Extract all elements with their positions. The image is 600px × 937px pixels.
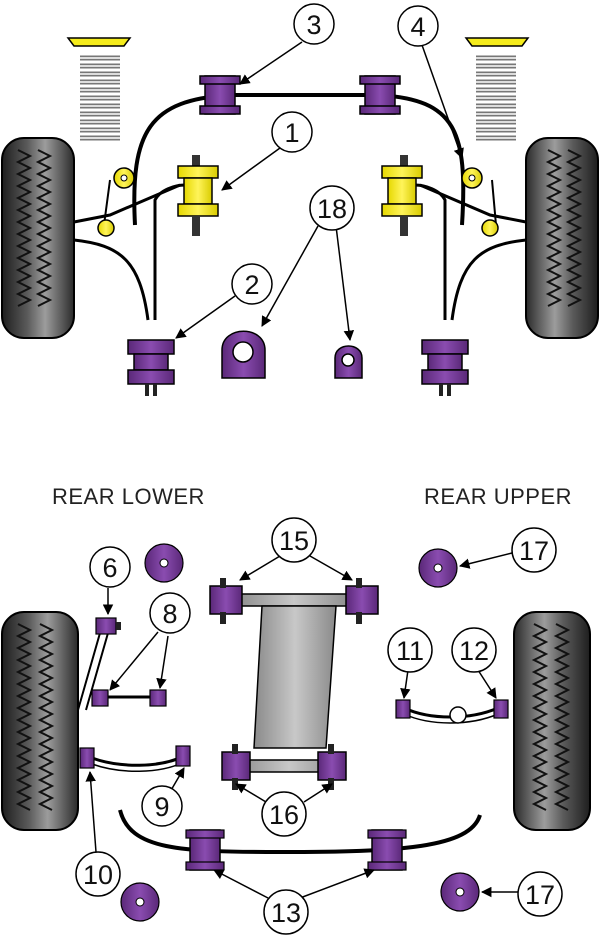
svg-text:8: 8 xyxy=(162,599,177,629)
rear-lower-round-bush-top xyxy=(144,543,184,583)
rear-anti-roll-bar xyxy=(118,809,482,855)
front-drop-link-bushes xyxy=(97,167,499,237)
svg-text:6: 6 xyxy=(102,553,117,583)
front-anti-roll-bar-bush-left xyxy=(199,75,241,115)
rear-anti-roll-bar-bush-left xyxy=(185,829,225,871)
callout-17-top: 17 xyxy=(511,527,557,573)
callout-leaders xyxy=(85,41,518,899)
rear-trailing-arm-bush xyxy=(95,617,121,635)
callout-17-bottom: 17 xyxy=(517,871,563,917)
callout-8: 8 xyxy=(149,592,191,634)
anti-roll-bar-mount-bush-small xyxy=(334,345,363,379)
front-wishbone-bush-left xyxy=(177,155,219,236)
rear-lower-link-8 xyxy=(91,689,167,707)
front-left-spring xyxy=(66,37,132,141)
front-right-spring xyxy=(464,37,530,141)
rear-lower-link-9 xyxy=(79,745,191,772)
subframe-bush-top-right xyxy=(345,578,379,624)
svg-text:15: 15 xyxy=(279,526,309,556)
svg-text:12: 12 xyxy=(459,636,489,666)
callout-3: 3 xyxy=(293,3,335,45)
callout-4: 4 xyxy=(397,5,439,47)
callout-6: 6 xyxy=(89,546,131,588)
svg-text:4: 4 xyxy=(410,12,425,42)
svg-text:11: 11 xyxy=(396,636,424,666)
svg-text:2: 2 xyxy=(244,270,259,300)
callout-2: 2 xyxy=(231,263,273,305)
svg-text:1: 1 xyxy=(284,118,299,148)
svg-text:18: 18 xyxy=(317,194,347,224)
callout-10: 10 xyxy=(75,851,121,897)
callout-13: 13 xyxy=(263,889,309,935)
svg-text:16: 16 xyxy=(269,800,299,830)
callout-18: 18 xyxy=(309,185,355,231)
rear-anti-roll-bar-bush-right xyxy=(367,829,407,871)
rear-upper-round-bush-top xyxy=(418,548,458,588)
subframe-bush-bottom-left xyxy=(221,744,251,790)
subframe-bush-bottom-right xyxy=(317,744,347,790)
front-wishbone-bush-right xyxy=(381,155,423,236)
front-right-wishbone xyxy=(419,183,527,321)
front-left-wishbone-inner xyxy=(153,183,186,320)
callout-9: 9 xyxy=(141,785,183,827)
rear-left-tire xyxy=(1,611,79,831)
subframe-bush-top-left xyxy=(209,578,243,624)
svg-text:17: 17 xyxy=(519,536,549,566)
rear-subframe xyxy=(233,593,355,773)
front-anti-roll-bar-bush-right xyxy=(359,75,401,115)
anti-roll-bar-mount-bush-large xyxy=(221,330,266,379)
front-left-wishbone xyxy=(73,183,181,321)
callout-1: 1 xyxy=(271,111,313,153)
front-wishbone-rear-bush-right xyxy=(421,339,469,396)
svg-text:17: 17 xyxy=(525,880,555,910)
rear-upper-label: REAR UPPER xyxy=(424,484,573,509)
front-left-tire xyxy=(1,137,75,339)
rear-upper-round-bush-bottom xyxy=(440,872,480,912)
callout-15: 15 xyxy=(271,517,317,563)
svg-text:3: 3 xyxy=(306,10,321,40)
front-wishbone-rear-bush-left xyxy=(127,339,175,396)
front-right-tire xyxy=(525,137,599,339)
rear-right-tire xyxy=(513,611,591,831)
rear-upper-link xyxy=(395,699,509,724)
callout-11: 11 xyxy=(387,627,433,673)
svg-text:10: 10 xyxy=(83,860,113,890)
front-right-wishbone-inner xyxy=(414,183,447,320)
rear-lower-label: REAR LOWER xyxy=(52,484,205,509)
callout-12: 12 xyxy=(451,627,497,673)
svg-text:13: 13 xyxy=(271,898,301,928)
callout-16: 16 xyxy=(261,791,307,837)
svg-text:9: 9 xyxy=(154,792,169,822)
rear-lower-round-bush-bottom xyxy=(120,882,160,922)
